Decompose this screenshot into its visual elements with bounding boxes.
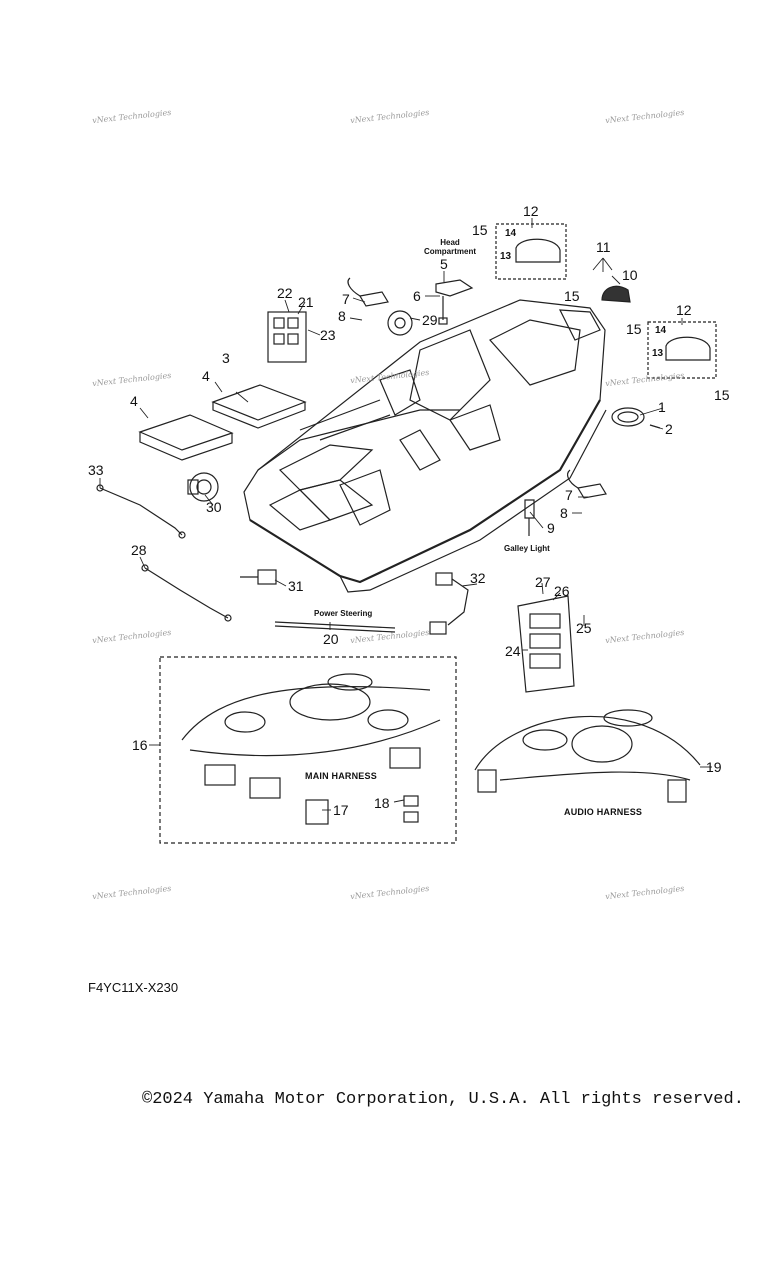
callout-7: 7 xyxy=(565,487,573,503)
part-cable-32 xyxy=(429,572,469,635)
callout-5: 5 xyxy=(440,256,448,272)
part-socket-30 xyxy=(187,472,219,502)
part-storage-cover-3 xyxy=(211,384,307,429)
part-light-6 xyxy=(438,296,448,325)
leader-lines xyxy=(99,218,712,811)
callout-1: 1 xyxy=(658,399,666,415)
callout-10: 10 xyxy=(622,267,638,283)
audio-harness xyxy=(474,709,701,803)
callout-12: 12 xyxy=(523,203,539,219)
callout-32: 32 xyxy=(470,570,486,586)
callout-16: 16 xyxy=(132,737,148,753)
callout-15: 15 xyxy=(472,222,488,238)
callout-24: 24 xyxy=(505,643,521,659)
part-head-light-5 xyxy=(435,279,474,297)
callout-2: 2 xyxy=(665,421,673,437)
callout-25: 25 xyxy=(576,620,592,636)
callout-27: 27 xyxy=(535,574,551,590)
main-harness-box xyxy=(159,656,457,844)
callout-11: 11 xyxy=(596,239,611,255)
part-switch-31 xyxy=(240,569,277,585)
galley-light-label: Galley Light xyxy=(504,544,550,553)
callout-30: 30 xyxy=(206,499,222,515)
main-harness-label: MAIN HARNESS xyxy=(305,771,377,781)
part-fuse-box-24 xyxy=(517,595,575,693)
part-speaker xyxy=(611,407,661,429)
part-light-7-lower xyxy=(567,469,607,499)
callout-7: 7 xyxy=(342,291,350,307)
callout-4: 4 xyxy=(202,368,210,384)
callout-20: 20 xyxy=(323,631,339,647)
callout-6: 6 xyxy=(413,288,421,304)
copyright-notice: ©2024 Yamaha Motor Corporation, U.S.A. A… xyxy=(142,1090,744,1109)
callout-21: 21 xyxy=(298,294,314,310)
part-cover-10 xyxy=(601,285,631,303)
callout-15: 15 xyxy=(714,387,730,403)
callout-15: 15 xyxy=(626,321,642,337)
callout-8: 8 xyxy=(338,308,346,324)
part-light-7-upper xyxy=(347,277,389,307)
callout-28: 28 xyxy=(131,542,147,558)
callout-13: 13 xyxy=(652,348,664,359)
boat-hull xyxy=(243,299,607,593)
part-storage-cover-4 xyxy=(138,414,234,461)
diagram-code: F4YC11X-X230 xyxy=(88,980,179,995)
part-galley-light-9 xyxy=(524,499,535,536)
part-power-steering-20 xyxy=(274,621,396,633)
audio-harness-label: AUDIO HARNESS xyxy=(564,807,643,817)
callout-14: 14 xyxy=(505,228,517,239)
part-speaker-box-12-lower xyxy=(647,321,717,379)
callout-26: 26 xyxy=(554,583,570,599)
part-cable-33 xyxy=(96,484,186,539)
callout-4: 4 xyxy=(130,393,138,409)
callout-13: 13 xyxy=(500,251,512,262)
head-compartment-label: Head Compartment xyxy=(423,238,476,257)
callout-3: 3 xyxy=(222,350,230,366)
callout-17: 17 xyxy=(333,802,349,818)
callout-23: 23 xyxy=(320,327,336,343)
power-steering-label: Power Steering xyxy=(314,609,373,618)
callout-29: 29 xyxy=(422,312,438,328)
part-speaker-box-12-upper xyxy=(495,223,567,280)
callout-8: 8 xyxy=(560,505,568,521)
callout-9: 9 xyxy=(547,520,555,536)
callout-12: 12 xyxy=(676,302,692,318)
part-cable-28 xyxy=(141,564,232,622)
callout-31: 31 xyxy=(288,578,304,594)
callout-33: 33 xyxy=(88,462,104,478)
callout-22: 22 xyxy=(277,285,293,301)
callout-14: 14 xyxy=(655,325,667,336)
part-bracket-21-23 xyxy=(267,311,307,363)
part-horn-29 xyxy=(387,310,413,336)
callout-19: 19 xyxy=(706,759,722,775)
callout-18: 18 xyxy=(374,795,390,811)
callout-15: 15 xyxy=(564,288,580,304)
